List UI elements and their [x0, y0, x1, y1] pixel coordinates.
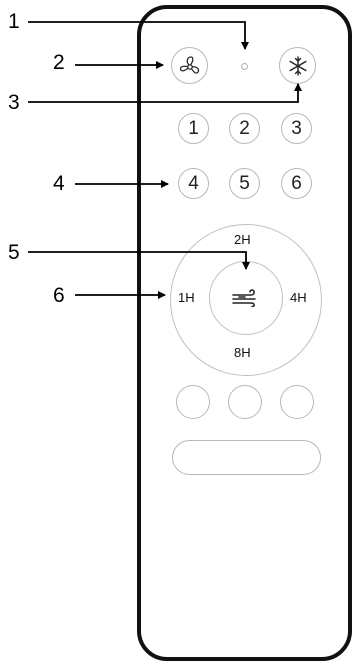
- fan-icon: [179, 55, 199, 74]
- speed-6-button[interactable]: 6: [281, 168, 312, 199]
- indicator-led: [241, 63, 248, 70]
- speed-3-button[interactable]: 3: [281, 113, 312, 144]
- callout-2: 2: [53, 51, 65, 74]
- speed-2-button[interactable]: 2: [229, 113, 260, 144]
- speed-1-label: 1: [188, 117, 199, 139]
- speed-2-label: 2: [239, 117, 250, 139]
- breeze-button[interactable]: [209, 261, 283, 335]
- snowflake-light-icon: [289, 55, 306, 76]
- speed-5-button[interactable]: 5: [229, 168, 260, 199]
- wide-blank-button[interactable]: [172, 440, 321, 475]
- callout-6: 6: [53, 284, 65, 307]
- blank-button-1[interactable]: [176, 385, 210, 419]
- timer-2h-label[interactable]: 2H: [234, 232, 251, 247]
- speed-1-button[interactable]: 1: [178, 113, 209, 144]
- timer-ring[interactable]: [170, 224, 322, 376]
- callout-5: 5: [8, 241, 20, 264]
- timer-8h-label[interactable]: 8H: [234, 345, 251, 360]
- speed-4-button[interactable]: 4: [178, 168, 209, 199]
- callout-1: 1: [8, 10, 20, 33]
- speed-5-label: 5: [239, 172, 250, 194]
- callout-3: 3: [8, 91, 20, 114]
- blank-button-3[interactable]: [280, 385, 314, 419]
- wind-breeze-icon: [232, 289, 256, 307]
- timer-4h-label[interactable]: 4H: [290, 290, 307, 305]
- blank-button-2[interactable]: [228, 385, 262, 419]
- timer-1h-label[interactable]: 1H: [178, 290, 195, 305]
- callout-line-5: [28, 251, 250, 270]
- speed-4-label: 4: [188, 172, 199, 194]
- speed-6-label: 6: [291, 172, 302, 194]
- callout-line-3: [28, 83, 302, 103]
- speed-3-label: 3: [291, 117, 302, 139]
- callout-4: 4: [53, 172, 65, 195]
- callout-line-1: [28, 21, 249, 50]
- fan-button[interactable]: [171, 47, 208, 84]
